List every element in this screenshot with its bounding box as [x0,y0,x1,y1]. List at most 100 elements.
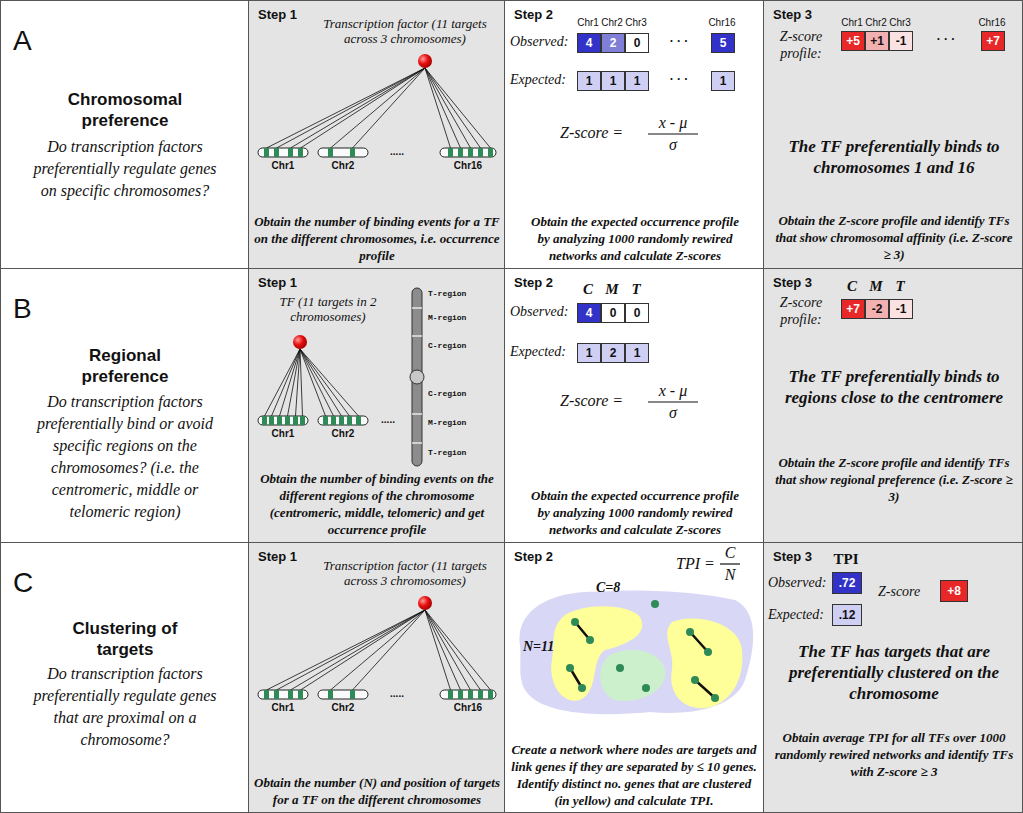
row-label: Observed: [510,303,574,320]
panel-cell: AChromosomal preferenceDo transcription … [0,0,249,269]
tf-caption: TF (11 targets in 2 chromosomes) [258,294,398,324]
row-label: Observed: [768,574,832,591]
binding-line [300,349,359,416]
column-header: C [576,280,600,298]
panel-letter: A [13,25,63,57]
column-header: Chr1 [573,17,603,29]
box-value: 1 [634,74,641,88]
step-description: Obtain the Z-score profile and identify … [772,212,1016,263]
fraction-bar [648,133,698,134]
box-value: 0 [610,306,617,320]
value-box: 1 [601,71,625,91]
box-value: .72 [839,576,856,590]
tf-caption: Transcription factor (11 targets across … [305,558,505,588]
fraction-bar [720,563,740,564]
chromosome-label: Chr1 [258,160,308,172]
value-box: 2 [601,33,625,53]
target-mark [347,416,352,425]
cell-ground [763,0,1023,813]
target-mark [285,416,290,425]
box-value: +5 [846,34,860,48]
gene-dot [651,600,659,608]
gene-dot [566,664,574,672]
value-box: 1 [577,343,601,363]
gene-dot [686,628,694,636]
conclusion-text: The TF has targets that are preferential… [776,641,1012,704]
target-mark [339,416,344,425]
column-header: Chr16 [977,17,1007,29]
region-label: C-region [428,341,488,351]
value-box: 1 [625,71,649,91]
column-header: M [864,277,888,295]
tf-network [258,335,368,425]
box-value: 4 [586,36,593,50]
region-tick [412,413,422,414]
target-mark [331,416,336,425]
panel-heading: Clustering of targets [60,618,190,660]
value-box: 1 [711,71,735,91]
column-header: T [888,277,912,295]
conclusion-text: The TF preferentially binds to chromosom… [776,136,1012,178]
tf-network [258,596,496,699]
binding-line [300,349,326,416]
formula-text: x - μ [648,114,698,132]
box-value: 0 [634,36,641,50]
value-box: 0 [601,303,625,323]
gene-dot [578,684,586,692]
formula-text: C [721,544,739,562]
value-box: 4 [577,303,601,323]
column-header: C [840,277,864,295]
chromosome-label: Chr2 [318,428,368,440]
panel-heading: Regional preference [60,345,190,387]
value-box: 1 [625,343,649,363]
box-value: +8 [947,584,961,598]
question-text: Do transcription factors preferentially … [27,136,223,202]
value-box: .72 [832,572,862,594]
gene-link [690,632,708,652]
box-value: 4 [586,306,593,320]
binding-line [280,349,301,416]
value-box: +1 [865,31,889,51]
cluster-region [667,619,742,709]
column-header: T [624,280,648,298]
target-mark [293,416,298,425]
box-value: -1 [896,34,907,48]
region-tick [412,335,422,336]
formula-text: TPI = [676,555,720,573]
chromosome-bar [318,416,368,425]
formula-text: σ [648,404,698,422]
binding-line [288,349,301,416]
target-mark [277,416,282,425]
binding-line [296,349,301,416]
value-box: 1 [577,71,601,91]
region-tick [412,442,422,443]
cell-ground [248,0,504,813]
row-label: Z-score [878,583,934,600]
ellipsis: · · · [648,72,710,86]
row-label: Expected: [510,71,574,88]
value-box: +7 [981,31,1005,51]
value-box: 0 [625,33,649,53]
value-box: -2 [865,299,889,319]
region-tick [412,307,422,308]
formula-text: Z-score = [560,124,644,142]
row-label: Z-score profile: [768,28,834,62]
ellipsis: · · · [648,34,710,48]
panel-cell: BRegional preferenceDo transcription fac… [0,268,249,543]
target-network [520,590,754,714]
region-label: C-region [428,389,488,399]
step-description: Create a network where nodes are targets… [509,741,759,809]
binding-line [300,349,350,416]
box-value: +1 [870,34,884,48]
binding-line [265,349,301,416]
value-box: 5 [711,33,735,53]
ellipsis: · · · [912,32,980,46]
box-value: 0 [634,306,641,320]
set-label: C=8 [596,579,636,596]
centromere [410,370,424,384]
question-text: Do transcription factors preferentially … [27,391,223,523]
region-label: M-region [428,313,488,323]
region-label: M-region [428,418,488,428]
ellipsis: ..... [368,414,408,426]
